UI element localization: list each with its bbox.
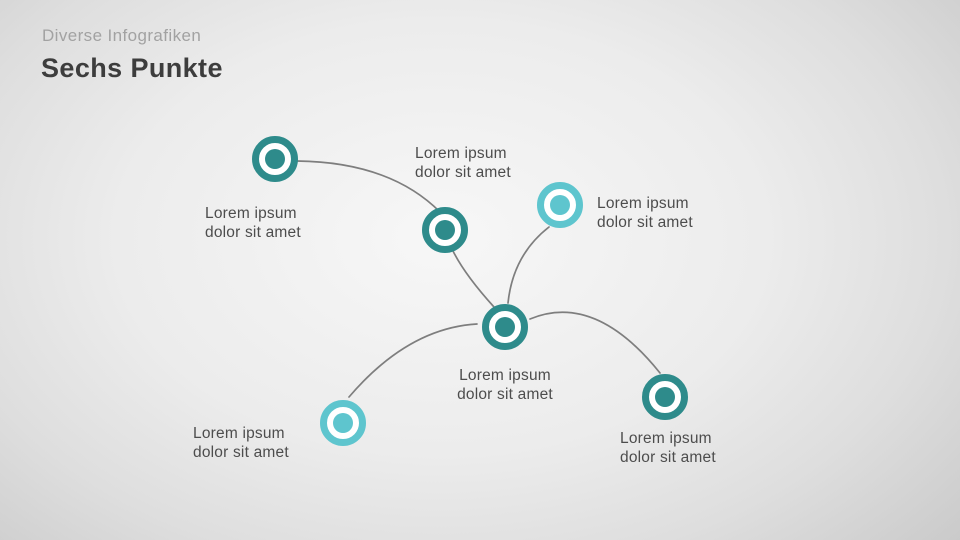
node-dot	[333, 413, 353, 433]
diagram-node-top-right	[537, 182, 583, 228]
connector-topright-center	[507, 226, 550, 304]
node-dot	[550, 195, 570, 215]
connector-topmiddle-center	[452, 250, 495, 308]
node-dot	[265, 149, 285, 169]
node-dot	[435, 220, 455, 240]
diagram-node-bottom-right	[642, 374, 688, 420]
diagram-node-top-left	[252, 136, 298, 182]
slide-subtitle: Diverse Infografiken	[42, 26, 202, 45]
diagram-node-center	[482, 304, 528, 350]
node-dot	[655, 387, 675, 407]
connector-topleft-topmiddle	[296, 160, 441, 213]
slide-title: Sechs Punkte	[41, 53, 223, 83]
node-label-top-right: Lorem ipsum dolor sit amet	[597, 195, 693, 231]
node-dot	[495, 317, 515, 337]
node-label-center: Lorem ipsum dolor sit amet	[457, 367, 553, 403]
node-label-bottom-left: Lorem ipsum dolor sit amet	[193, 425, 289, 461]
diagram-node-bottom-left	[320, 400, 366, 446]
node-label-bottom-right: Lorem ipsum dolor sit amet	[620, 430, 716, 466]
node-label-top-middle: Lorem ipsum dolor sit amet	[415, 145, 511, 181]
connector-center-bottomright	[529, 311, 661, 374]
connector-center-bottomleft	[348, 323, 478, 398]
node-label-top-left: Lorem ipsum dolor sit amet	[205, 205, 301, 241]
diagram-node-top-middle	[422, 207, 468, 253]
